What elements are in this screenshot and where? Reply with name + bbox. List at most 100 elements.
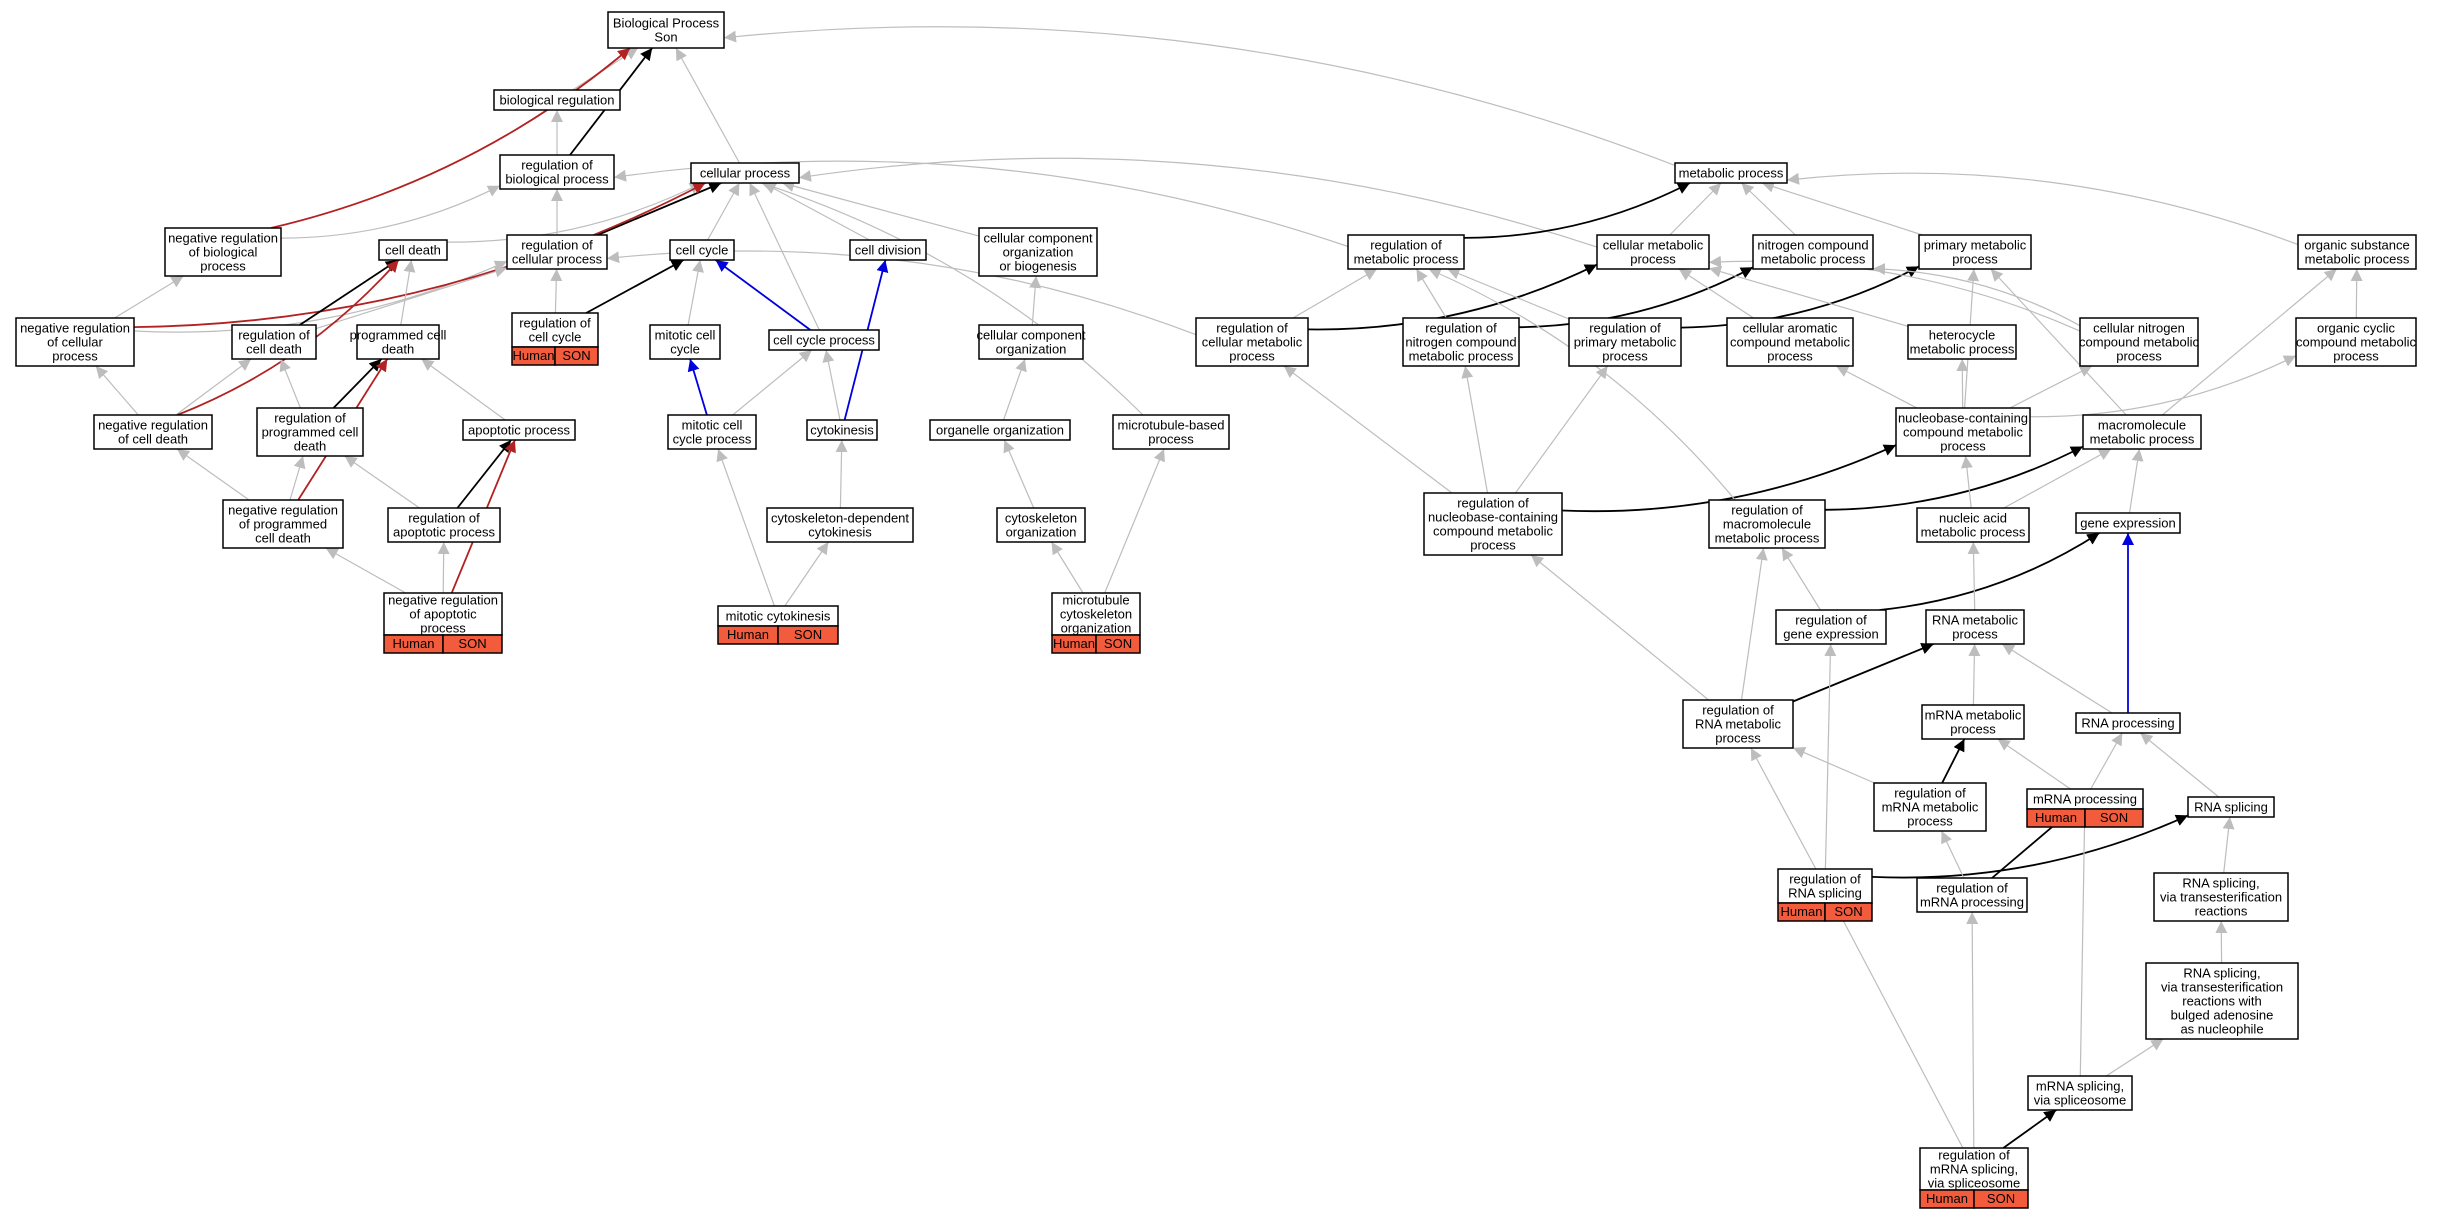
node-label-line: organization [1061, 621, 1132, 636]
node-apop[interactable]: apoptotic process [462, 419, 576, 441]
node-geneexp[interactable]: gene expression [2075, 512, 2181, 534]
edge-geneexp-to-macromet [2128, 448, 2144, 514]
edge-ccproc-to-cellproc [749, 182, 820, 331]
node-cytok[interactable]: cytokinesis [806, 419, 878, 441]
node-celldiv[interactable]: cell division [849, 239, 927, 261]
edge-cellcycle-to-cellproc [707, 182, 740, 241]
node-box [164, 227, 282, 277]
node-label-line: nucleic acid [1939, 511, 2007, 526]
node-label-line: regulation of [1370, 238, 1442, 253]
node-label-line: gene expression [1783, 627, 1878, 642]
node-box [1775, 609, 1887, 645]
node-mrnasplice[interactable]: mRNA splicing,via spliceosome [2027, 1075, 2133, 1111]
node-mtcyto[interactable]: microtubulecytoskeletonorganizationHuman… [1051, 592, 1141, 654]
node-label-line: cell cycle [529, 330, 582, 345]
edge-regmrnaproc-to-regmrnamet [1940, 830, 1965, 879]
node-cellproc[interactable]: cellular process [690, 162, 800, 184]
edge-regnucleo-to-regprim [1515, 365, 1609, 494]
node-metproc[interactable]: metabolic process [1674, 162, 1788, 184]
node-label-line: process [1229, 349, 1275, 364]
edge-apop-to-pcd [421, 358, 506, 421]
node-biolreg[interactable]: biological regulation [493, 89, 621, 111]
node-label-line: as nucleophile [2180, 1022, 2263, 1037]
edge-nucacid-to-nucleo [1960, 455, 1973, 509]
node-label-line: RNA processing [2081, 716, 2174, 731]
node-rnaproc[interactable]: RNA processing [2075, 712, 2181, 734]
node-regnucleo[interactable]: regulation ofnucleobase-containingcompou… [1423, 492, 1563, 556]
node-label-line: cellular process [512, 252, 603, 267]
node-label-line: mRNA processing [1920, 895, 2024, 910]
node-box [1907, 324, 2017, 360]
node-cellcycle[interactable]: cell cycle [669, 239, 735, 261]
node-label-line: regulation of [1789, 872, 1861, 887]
node-label-line: organization [1003, 245, 1074, 260]
node-box [669, 239, 735, 261]
edge-negregpcd-to-regpcd [289, 455, 306, 501]
node-organorg[interactable]: organelle organization [929, 419, 1071, 441]
node-label-line: cytoskeleton [1060, 607, 1132, 622]
node-label-line: cycle [670, 342, 700, 357]
node-box [1682, 699, 1794, 749]
node-celldeath[interactable]: cell death [378, 239, 448, 261]
node-box [1112, 414, 1230, 450]
edge-regnitro-to-regmet [1415, 268, 1447, 319]
node-label-line: cell death [385, 243, 441, 258]
node-rnasplicetrans[interactable]: RNA splicing,via transesterificationreac… [2153, 872, 2289, 922]
node-rnasplicebulged[interactable]: RNA splicing,via transesterificationreac… [2145, 962, 2299, 1040]
node-label-line: via spliceosome [2034, 1093, 2127, 1108]
edge-mitccproc-to-ccproc [732, 349, 813, 416]
edge-ccorgbio-to-cellproc [781, 180, 980, 237]
node-rnasplice[interactable]: RNA splicing [2187, 796, 2275, 818]
node-box [849, 239, 927, 261]
edge-mrnasplice-to-rnasplicebulged [2105, 1038, 2164, 1077]
node-ccproc[interactable]: cell cycle process [768, 329, 880, 351]
node-label-line: mRNA metabolic [1925, 708, 2022, 723]
